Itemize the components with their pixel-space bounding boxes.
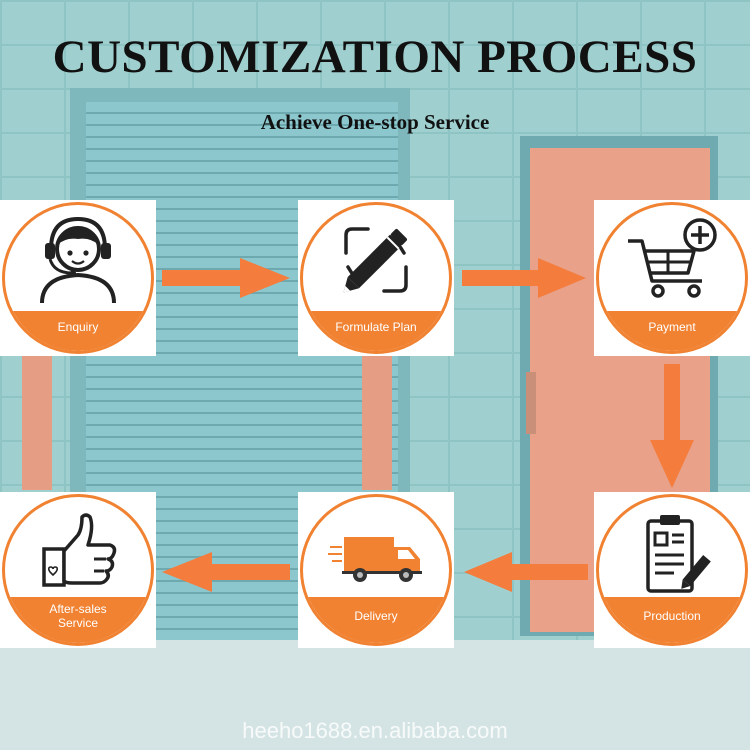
- pencil-edit-icon: [343, 227, 408, 293]
- step-label: Formulate Plan: [335, 320, 417, 334]
- step-label: Payment: [648, 320, 696, 334]
- step-label: Delivery: [354, 609, 398, 623]
- thumbs-up-icon: [42, 513, 117, 587]
- step-label: Enquiry: [57, 320, 99, 334]
- arrow-left-icon: [464, 552, 588, 592]
- door-handle: [526, 372, 536, 434]
- shopping-cart-add-icon: [628, 218, 717, 298]
- arrow-right-icon: [162, 258, 290, 298]
- step-circle: Payment: [596, 202, 748, 354]
- step-circle: Delivery: [300, 494, 452, 646]
- bollard-right: [362, 340, 392, 490]
- arrow-down-icon: [650, 364, 694, 488]
- delivery-truck-icon: [328, 537, 422, 582]
- step-delivery: Delivery: [298, 492, 454, 648]
- step-payment: Payment: [594, 200, 750, 356]
- step-label-line: Service: [57, 616, 98, 630]
- step-production: Production: [594, 492, 750, 648]
- step-circle: Production: [596, 494, 748, 646]
- clipboard-document-icon: [646, 515, 711, 593]
- arrow-right-icon: [462, 258, 586, 298]
- watermark: heeho1688.en.alibaba.com: [242, 718, 508, 743]
- step-label-line: After-sales: [49, 602, 107, 616]
- bollard-left: [22, 340, 52, 490]
- ground: [0, 640, 750, 750]
- step-enquiry: Enquiry: [0, 200, 156, 356]
- arrow-left-icon: [162, 552, 290, 592]
- page-subtitle: Achieve One-stop Service: [260, 110, 490, 134]
- step-label-band: Payment: [599, 311, 745, 351]
- step-circle: Enquiry: [2, 202, 154, 354]
- step-label-band: Formulate Plan: [303, 311, 449, 351]
- step-circle: Formulate Plan: [300, 202, 452, 354]
- step-label: Production: [643, 609, 701, 623]
- customer-service-headset-icon: [40, 216, 116, 304]
- step-label-band: Delivery: [303, 597, 449, 643]
- page-title: CUSTOMIZATION PROCESS: [52, 31, 698, 83]
- step-label-band: Production: [599, 597, 745, 643]
- step-label-band: Enquiry: [5, 311, 151, 351]
- step-formulate-plan: Formulate Plan: [298, 200, 454, 356]
